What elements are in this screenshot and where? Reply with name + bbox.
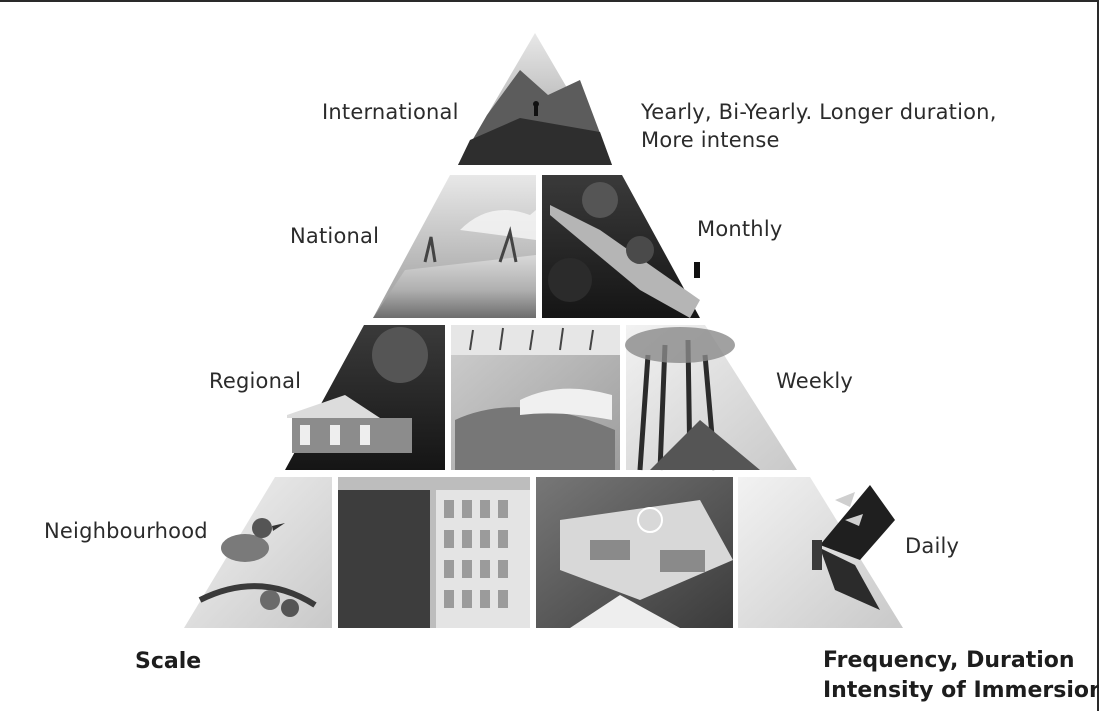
frequency-label-monthly: Monthly [697,217,783,241]
mountain-hiker-photo [458,33,612,165]
park-pavilion-photo [285,325,445,470]
frequency-label-daily: Daily [905,534,960,558]
frequency-label-yearly-line1: Yearly, Bi-Yearly. Longer duration, [641,100,997,124]
scale-axis-title: Scale [135,649,202,674]
scale-label-national: National [290,224,380,248]
frequency-axis-title-line1: Frequency, Duration [823,648,1075,673]
frequency-axis-title: Frequency, Duration Intensity of Immersi… [823,646,1099,706]
garden-lake-photo [451,325,620,470]
butterfly-photo [738,477,903,628]
frequency-label-yearly-line2: More intense [641,128,780,152]
frequency-label-yearly: Yearly, Bi-Yearly. Longer duration, More… [641,98,997,154]
green-wall-building-photo [338,477,530,628]
tree-avenue-photo [625,325,797,471]
rooftop-garden-photo [536,477,733,628]
frequency-axis-title-line2: Intensity of Immersion [823,678,1099,703]
right-border [1097,0,1099,711]
grassland-sky-photo [373,175,536,318]
top-border [0,0,1099,2]
bird-on-branch-photo [184,477,332,628]
scale-label-international: International [322,100,459,124]
frequency-label-weekly: Weekly [776,369,853,393]
scale-label-regional: Regional [209,369,302,393]
canopy-walkway-photo [542,175,700,318]
scale-label-neighbourhood: Neighbourhood [44,519,208,543]
